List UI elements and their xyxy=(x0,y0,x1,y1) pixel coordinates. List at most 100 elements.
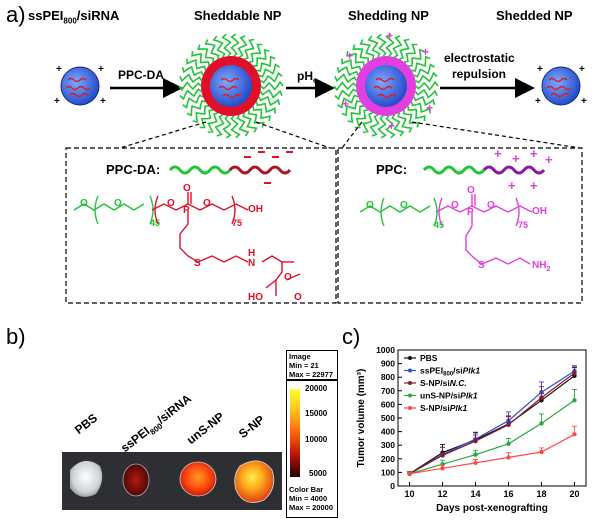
panel-a-scheme: + + + + PPC-DA pHe ++++++ electrostatic … xyxy=(54,29,587,304)
svg-text:45: 45 xyxy=(150,218,160,228)
tumor-image xyxy=(62,452,282,510)
svg-text:+: + xyxy=(342,97,349,111)
y-tick-label: 0 xyxy=(390,481,395,491)
arrow-label-electrostatic: electrostatic xyxy=(444,51,515,65)
svg-text:O: O xyxy=(203,198,211,209)
legend-label: ssPEI800/siPlk1 xyxy=(420,366,480,378)
svg-text:O: O xyxy=(400,200,408,211)
label-uns-np: unS-NP xyxy=(184,409,227,448)
data-point xyxy=(506,422,511,427)
svg-text:+: + xyxy=(100,96,106,107)
colorbar-info: Color Bar Min = 4000 Max = 20000 xyxy=(289,485,333,512)
svg-text:OH: OH xyxy=(532,206,547,217)
data-point xyxy=(506,441,511,447)
svg-text:+: + xyxy=(512,151,520,166)
svg-text:+: + xyxy=(56,64,62,75)
label-pbs: PBS xyxy=(72,410,101,438)
y-tick-label: 300 xyxy=(381,440,395,450)
data-point xyxy=(572,398,577,403)
y-tick-label: 900 xyxy=(381,359,395,369)
svg-text:O: O xyxy=(366,200,374,211)
svg-text:+: + xyxy=(54,96,60,107)
data-point xyxy=(539,421,544,426)
svg-text:N: N xyxy=(248,258,255,269)
svg-text:O: O xyxy=(114,198,122,209)
x-tick-label: 16 xyxy=(503,489,513,499)
series-line xyxy=(409,375,575,475)
x-tick-label: 20 xyxy=(569,489,579,499)
arrow-label-ppc-da: PPC-DA xyxy=(118,68,164,82)
series-line xyxy=(409,372,575,475)
svg-text:+: + xyxy=(386,29,393,43)
stage-title-sheddable: Sheddable NP xyxy=(194,8,282,23)
y-tick-label: 600 xyxy=(381,399,395,409)
svg-text:NH2: NH2 xyxy=(532,260,550,273)
label-sspei: ssPEI800/siRNA xyxy=(118,391,194,456)
arrow-label-phe: pHe xyxy=(297,69,318,85)
svg-text:+: + xyxy=(545,152,553,167)
x-axis-title: Days post-xenografting xyxy=(436,503,548,514)
data-point xyxy=(440,453,445,458)
tumor-pbs xyxy=(70,460,103,497)
svg-text:O: O xyxy=(284,272,292,283)
ppc-da-box xyxy=(65,147,337,304)
svg-text:+: + xyxy=(346,49,353,63)
ppc-title: PPC: xyxy=(376,162,407,177)
tumor-sspei xyxy=(122,463,150,497)
data-point xyxy=(506,455,511,460)
image-info-box: Image Min = 21 Max = 22977 xyxy=(286,350,338,380)
x-tick-label: 14 xyxy=(471,489,481,499)
svg-text:O: O xyxy=(167,198,175,209)
legend-marker xyxy=(408,356,412,360)
legend-label: S-NP/siPlk1 xyxy=(420,403,468,413)
stage-title-ssPEI: ssPEI800/siRNA xyxy=(28,8,120,26)
data-point xyxy=(473,452,478,457)
svg-text:75: 75 xyxy=(518,220,528,230)
panel-c-label: c) xyxy=(342,324,361,349)
svg-text:+: + xyxy=(494,146,502,161)
svg-text:O: O xyxy=(451,200,459,211)
svg-text:P: P xyxy=(467,207,474,218)
svg-text:45: 45 xyxy=(434,220,444,230)
ppc-box xyxy=(337,147,583,304)
panel-b-label: b) xyxy=(6,324,26,349)
svg-text:+: + xyxy=(535,96,541,107)
colorbar-panel: 20000 15000 10000 5000 Color Bar Min = 4… xyxy=(286,380,338,518)
svg-text:O: O xyxy=(487,200,495,211)
stage-title-shedding: Shedding NP xyxy=(348,8,429,23)
svg-text:H: H xyxy=(248,248,255,259)
svg-text:O: O xyxy=(183,183,191,194)
svg-text:HO: HO xyxy=(248,292,263,303)
series-4 xyxy=(407,425,577,476)
series-2 xyxy=(407,366,577,476)
y-tick-label: 500 xyxy=(381,413,395,423)
legend-marker xyxy=(408,368,412,373)
svg-text:O: O xyxy=(80,198,88,209)
data-point xyxy=(407,471,412,476)
small-np-right: + + + + xyxy=(535,64,587,107)
arrow-label-repulsion: repulsion xyxy=(452,67,506,81)
label-s-np: S-NP xyxy=(236,412,268,442)
shedding-np: ++++++ xyxy=(333,29,439,139)
y-tick-label: 400 xyxy=(381,427,395,437)
svg-text:S: S xyxy=(478,260,485,271)
series-3 xyxy=(407,388,577,476)
svg-text:+: + xyxy=(530,146,538,161)
panel-a-label: a) xyxy=(6,2,26,27)
svg-text:+: + xyxy=(508,178,516,193)
stage-title-shedded: Shedded NP xyxy=(496,8,573,23)
svg-text:O: O xyxy=(467,185,475,196)
data-point xyxy=(440,466,445,471)
svg-text:+: + xyxy=(530,178,538,193)
y-tick-label: 700 xyxy=(381,386,395,396)
data-point xyxy=(572,370,577,376)
legend-label: S-NP/siN.C. xyxy=(420,378,467,388)
legend-label: PBS xyxy=(420,353,438,363)
data-point xyxy=(572,432,577,437)
svg-text:+: + xyxy=(579,64,585,75)
legend-label: unS-NP/siPlk1 xyxy=(420,391,478,401)
svg-text:+: + xyxy=(581,96,587,107)
